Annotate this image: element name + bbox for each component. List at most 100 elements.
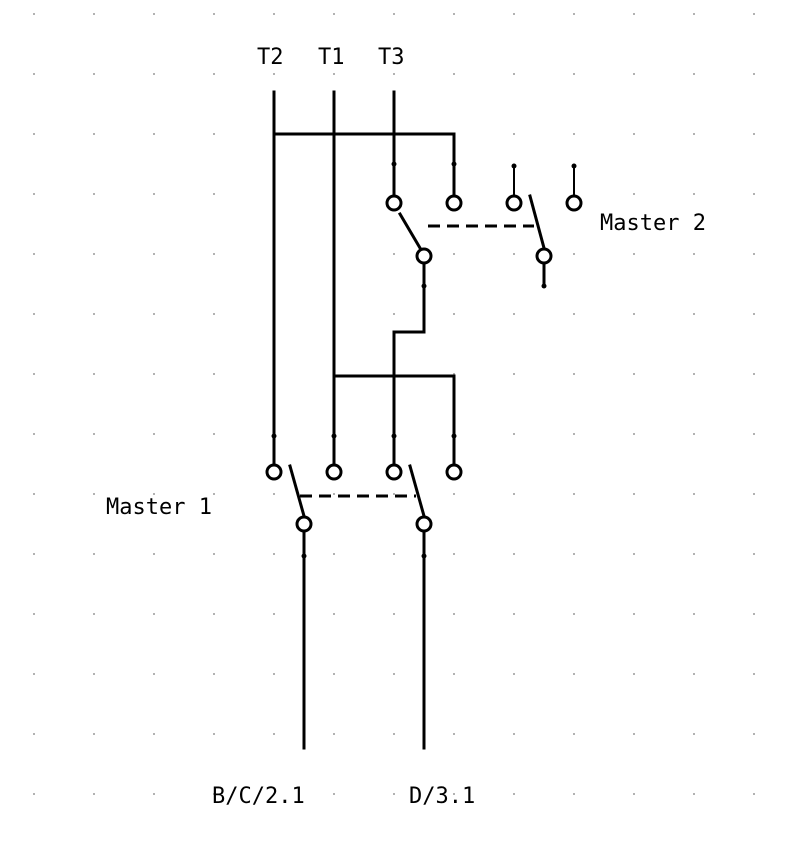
bus-t2-top [272, 132, 457, 196]
grid-dot [453, 553, 455, 555]
terminal-m1-1 [265, 463, 283, 481]
grid-dot [513, 253, 515, 255]
grid-dot [573, 493, 575, 495]
grid-dot [213, 193, 215, 195]
wire-output-bc-2-1 [301, 529, 307, 750]
grid-dot [93, 793, 95, 795]
grid-dot [153, 733, 155, 735]
grid-dot [573, 733, 575, 735]
grid-dot [573, 613, 575, 615]
grid-dot [273, 733, 275, 735]
grid-dot [753, 673, 755, 675]
grid-dot [333, 73, 335, 75]
grid-dot [33, 373, 35, 375]
terminal-label-t2: T2 [257, 45, 284, 70]
grid-dot [213, 733, 215, 735]
grid-dot [213, 13, 215, 15]
grid-dot [693, 13, 695, 15]
grid-dot [453, 733, 455, 735]
grid-dot [93, 673, 95, 675]
grid-dot [153, 493, 155, 495]
grid-dot [633, 493, 635, 495]
grid-dot [753, 433, 755, 435]
grid-dot [693, 673, 695, 675]
grid-dot [393, 673, 395, 675]
grid-dot [33, 313, 35, 315]
wire-output-d-3-1 [421, 529, 427, 750]
grid-dot [633, 373, 635, 375]
grid-dot [633, 793, 635, 795]
grid-dot [33, 13, 35, 15]
grid-dot [333, 733, 335, 735]
grid-dot [393, 613, 395, 615]
grid-dot [33, 433, 35, 435]
grid-dot [513, 373, 515, 375]
grid-dot [213, 133, 215, 135]
grid-dot [753, 133, 755, 135]
grid-dot [573, 673, 575, 675]
grid-dot [753, 613, 755, 615]
grid-dot [153, 193, 155, 195]
grid-dot [393, 793, 395, 795]
terminal-m2-4 [565, 194, 583, 212]
grid-dot [213, 613, 215, 615]
grid-dot [513, 613, 515, 615]
grid-dot [693, 313, 695, 315]
bus-t1-middle [332, 374, 457, 466]
grid-dot [393, 493, 395, 495]
output-label-d-3-1: D/3.1 [409, 784, 475, 809]
grid-dot [213, 673, 215, 675]
grid-dot [153, 253, 155, 255]
grid-dot [213, 373, 215, 375]
wire-m2-to-m1 [391, 261, 427, 466]
grid-dot [753, 313, 755, 315]
grid-dot [753, 193, 755, 195]
grid-dot [273, 493, 275, 495]
grid-dot [393, 13, 395, 15]
grid-dot [333, 613, 335, 615]
switch-master-2 [385, 163, 583, 289]
terminal-m1-4 [445, 463, 463, 481]
grid-dot [633, 733, 635, 735]
grid-dot [573, 433, 575, 435]
grid-dot [153, 433, 155, 435]
grid-dot [453, 73, 455, 75]
grid-dot [453, 793, 455, 795]
grid-dot [33, 733, 35, 735]
grid-dot [333, 673, 335, 675]
grid-dot [153, 373, 155, 375]
switch-label-master-2: Master 2 [600, 211, 706, 236]
grid-dot [693, 493, 695, 495]
switch-label-master-1: Master 1 [106, 495, 212, 520]
wire-t3 [391, 90, 397, 196]
wire-t2 [271, 90, 277, 466]
grid-dot [453, 253, 455, 255]
wire-t1 [331, 90, 337, 466]
grid-dot [753, 13, 755, 15]
grid-dot [633, 193, 635, 195]
grid-dot [33, 793, 35, 795]
grid-dot [273, 673, 275, 675]
grid-dot [573, 373, 575, 375]
grid-dot [33, 673, 35, 675]
grid-dot [33, 73, 35, 75]
grid-dot [753, 793, 755, 795]
grid-dot [453, 613, 455, 615]
grid-dot [573, 73, 575, 75]
grid-dot [633, 313, 635, 315]
grid-dot [33, 193, 35, 195]
grid-dot [633, 13, 635, 15]
grid-dot [273, 613, 275, 615]
grid-dot [93, 373, 95, 375]
grid-dot [33, 553, 35, 555]
grid-dot [513, 733, 515, 735]
grid-dot [273, 13, 275, 15]
grid-dot [273, 553, 275, 555]
grid-dot [693, 433, 695, 435]
grid-dot [273, 793, 275, 795]
terminal-m1-2 [325, 463, 343, 481]
grid-dot [633, 133, 635, 135]
grid-dot [153, 13, 155, 15]
grid-dot [693, 193, 695, 195]
